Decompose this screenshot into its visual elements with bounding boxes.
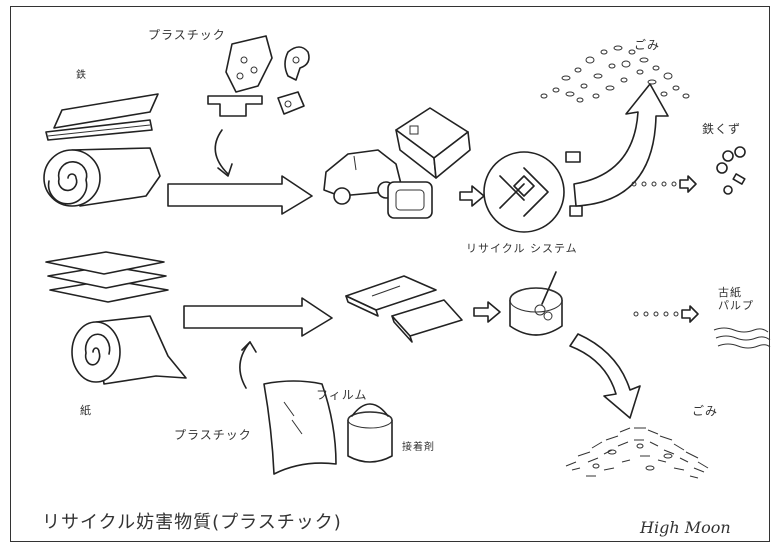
box-icon <box>395 107 471 179</box>
pulp-icon <box>713 327 771 349</box>
curved-down-arrow <box>214 129 229 175</box>
paper-roll-icon <box>71 315 187 385</box>
label-paper: 紙 <box>80 404 92 417</box>
garbage-pile-bottom-icon <box>565 427 709 479</box>
label-film: フィルム <box>316 388 368 402</box>
curved-up-arrow-bottom <box>239 341 251 389</box>
label-iron-scrap: 鉄くず <box>702 122 742 136</box>
big-arrow-top <box>167 175 313 215</box>
label-plastic-bottom: プラスチック <box>174 428 252 442</box>
small-arrow-top <box>459 185 485 207</box>
label-recycle-system: リサイクル システム <box>466 242 578 255</box>
dotted-arrow-bottom <box>633 305 699 323</box>
film-icon <box>263 380 337 475</box>
label-used-paper: 古紙 <box>718 286 742 299</box>
monitor-icon <box>387 181 433 219</box>
plastic-parts-icon <box>207 35 310 117</box>
paper-sheets-icon <box>45 251 169 303</box>
label-adhesive: 接着剤 <box>402 442 435 453</box>
signature: High Moon <box>640 518 731 537</box>
dotted-arrow-top <box>631 175 697 193</box>
iron-coil-icon <box>43 147 161 207</box>
garbage-pile-top-icon <box>540 45 690 103</box>
paper-products-icon <box>345 275 463 343</box>
curved-up-arrow <box>573 83 669 207</box>
diagram-title: リサイクル妨害物質(プラスチック) <box>42 512 342 533</box>
big-arrow-bottom <box>183 297 333 337</box>
recycle-system-icon <box>483 151 583 233</box>
adhesive-can-icon <box>347 403 393 463</box>
small-arrow-bottom <box>473 301 501 323</box>
pulper-vat-icon <box>509 271 563 336</box>
diagram-frame <box>10 6 770 542</box>
label-iron: 鉄 <box>76 70 87 81</box>
iron-sheets-icon <box>45 93 159 141</box>
label-pulp: パルプ <box>718 299 754 312</box>
curved-down-arrow-bottom <box>569 333 641 419</box>
label-garbage-top: ごみ <box>634 38 661 52</box>
iron-scrap-icon <box>716 146 746 195</box>
label-plastic-top: プラスチック <box>148 28 226 42</box>
label-garbage-bottom: ごみ <box>692 404 719 418</box>
